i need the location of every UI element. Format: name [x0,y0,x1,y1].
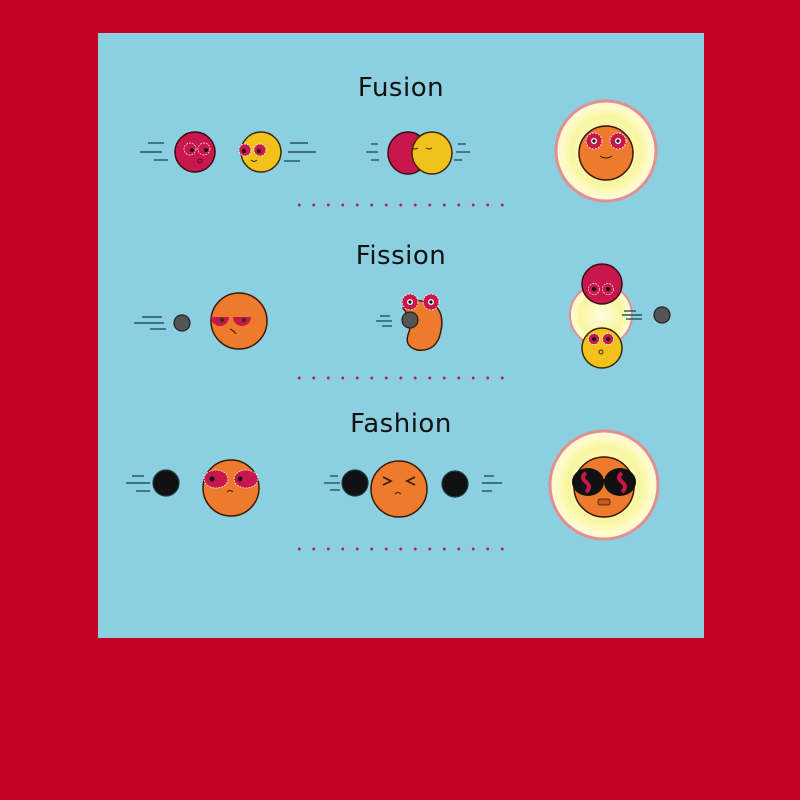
speed-lines-icon [482,475,502,492]
divider-dotted-3 [292,547,512,551]
speed-lines-icon [126,475,150,492]
orange-particle-icon [578,125,634,181]
fission-scene-1 [134,292,268,350]
fashion-scene-1 [126,459,260,517]
section-title-fission: Fission [355,241,447,271]
section-title-fashion: Fashion [350,409,452,439]
speed-lines-icon [376,315,392,327]
speed-lines-icon [284,142,316,162]
particle-with-sunglasses-icon [572,456,636,518]
kissing-particles-icon [387,131,453,175]
speed-lines-icon [140,142,168,161]
fashion-scene-2 [324,460,502,518]
fusion-scene-2 [366,131,470,175]
speed-lines-icon [324,475,340,491]
fashion-scene-3 [548,429,660,541]
speed-lines-icon [134,316,166,330]
neutron-icon [653,306,671,324]
illustration-panel: Fusion Fission Fashion [98,33,704,638]
fusion-scene-3 [554,99,658,203]
black-ball-icon [152,469,180,497]
red-particle-icon [174,131,216,173]
section-title-fusion: Fusion [357,73,445,103]
fusion-scene-1 [140,131,316,173]
scenes-artwork [126,99,671,541]
orange-particle-icon [202,459,260,517]
squinting-particle-icon [370,460,428,518]
orange-nucleus-icon [210,292,268,350]
red-fragment-icon [581,263,623,305]
fission-scene-3 [569,263,671,369]
neutron-icon [173,314,191,332]
speed-lines-icon [454,143,470,161]
yellow-fragment-icon [581,327,623,369]
speed-lines-icon [366,143,379,161]
black-ball-icon [341,469,369,497]
sunglasses-icon [572,468,636,496]
black-ball-icon [441,470,469,498]
yellow-particle-icon [238,131,282,173]
divider-dotted-1 [292,203,512,207]
speed-lines-icon [622,310,642,320]
fission-scene-2 [376,293,443,351]
divider-dotted-2 [292,376,512,380]
neutron-icon [401,311,419,329]
